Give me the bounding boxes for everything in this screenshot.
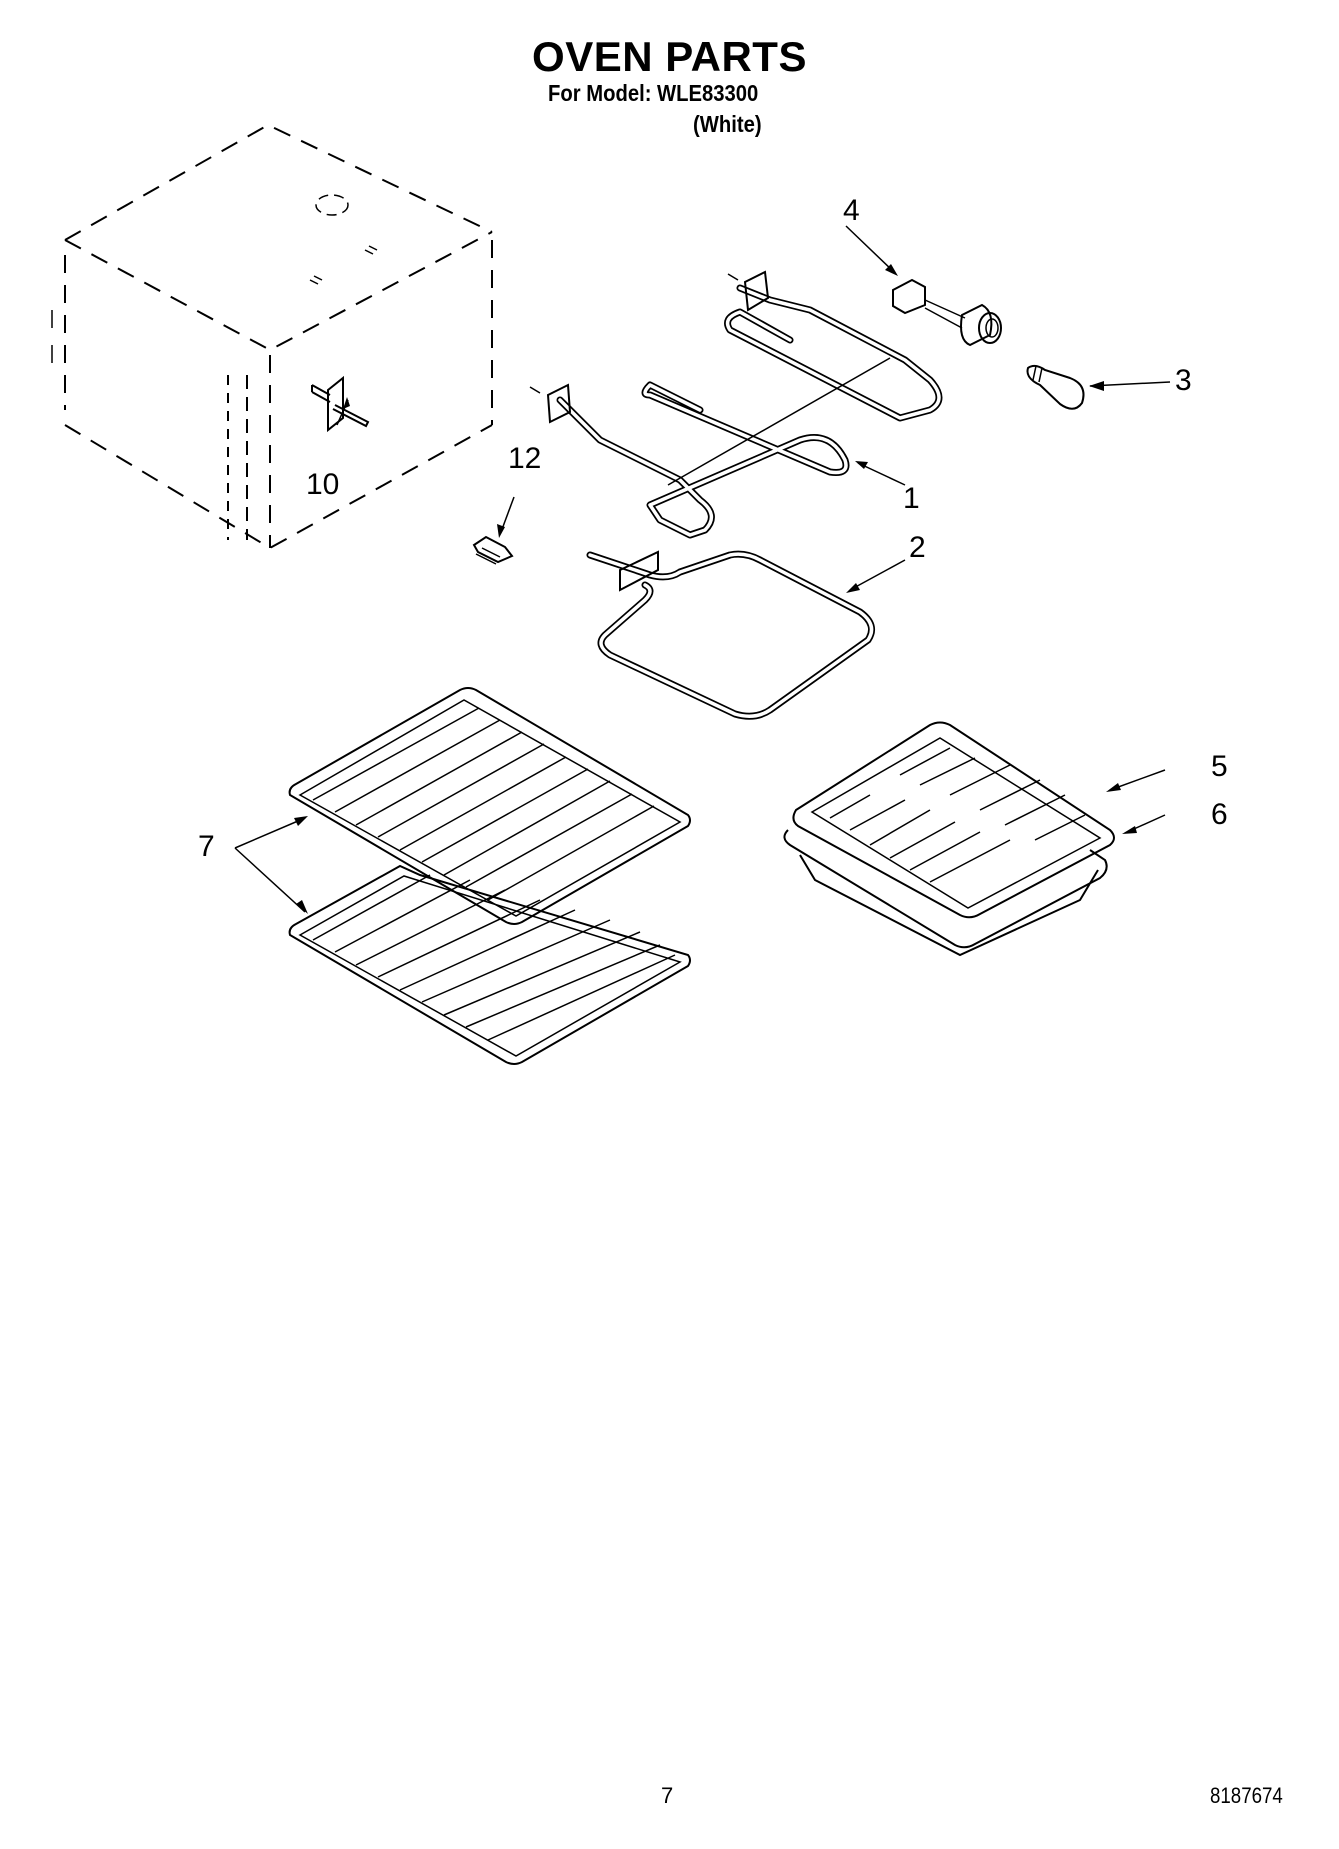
part-1-broil-element[interactable] bbox=[529, 270, 943, 539]
part-10-temperature-sensor[interactable] bbox=[311, 375, 370, 433]
part-6-broiler-pan[interactable] bbox=[783, 814, 1166, 957]
callout-10: 10 bbox=[306, 468, 340, 501]
callout-1: 1 bbox=[903, 482, 920, 515]
page-title: OVEN PARTS bbox=[532, 33, 807, 80]
oven-cavity-outline bbox=[51, 123, 493, 550]
callout-6: 6 bbox=[1211, 798, 1228, 831]
callout-7: 7 bbox=[198, 830, 215, 863]
part-3-light-bulb[interactable] bbox=[1026, 364, 1171, 410]
color-variant: (White) bbox=[693, 111, 762, 137]
part-5-broiler-pan-grid[interactable] bbox=[792, 721, 1166, 919]
part-2-bake-element[interactable] bbox=[586, 550, 906, 720]
callout-2: 2 bbox=[909, 531, 926, 564]
part-12-clip[interactable] bbox=[472, 496, 515, 565]
callout-12: 12 bbox=[508, 442, 542, 475]
model-line: For Model: WLE83300 bbox=[548, 80, 759, 106]
part-7-oven-racks[interactable] bbox=[234, 687, 691, 1065]
callout-3: 3 bbox=[1175, 364, 1192, 397]
page-number: 7 bbox=[661, 1783, 674, 1808]
callout-5: 5 bbox=[1211, 750, 1228, 783]
callout-4: 4 bbox=[843, 194, 860, 227]
part-4-light-socket[interactable] bbox=[845, 225, 1002, 347]
document-number: 8187674 bbox=[1210, 1783, 1283, 1808]
